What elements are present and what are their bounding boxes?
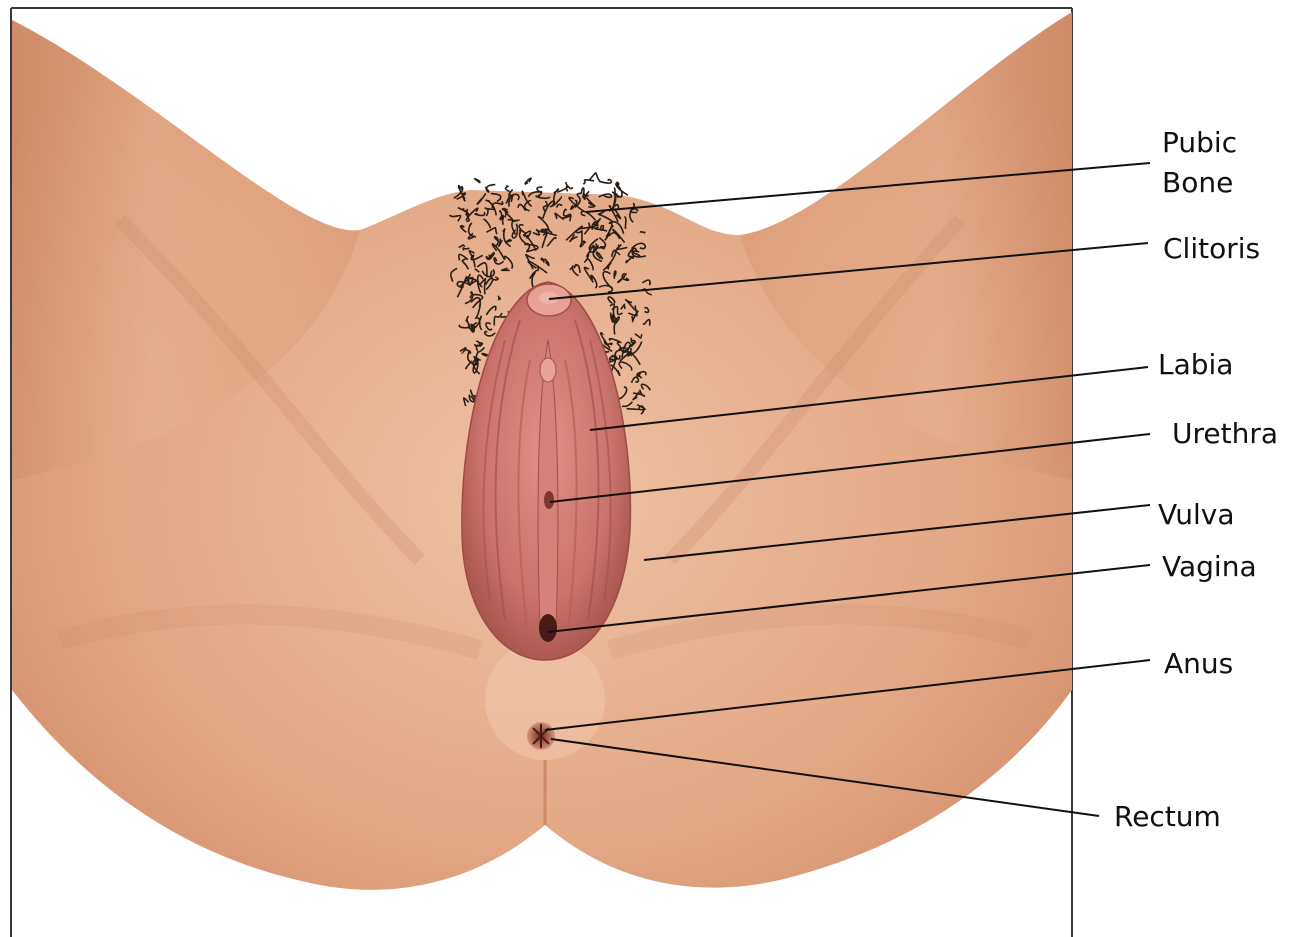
- labia-label: Labia: [1158, 348, 1233, 381]
- urethral-opening: [544, 491, 554, 509]
- hair-strand: [599, 179, 611, 183]
- pubic-bone-label: Pubic: [1162, 126, 1237, 159]
- hair-strand: [506, 186, 510, 191]
- hair-strand: [583, 180, 594, 184]
- hair-strand: [537, 187, 542, 192]
- urethra-label: Urethra: [1172, 417, 1278, 450]
- rectum-label: Rectum: [1114, 800, 1221, 833]
- vagina-label: Vagina: [1162, 550, 1257, 583]
- hair-strand: [525, 178, 531, 184]
- anus-label: Anus: [1164, 647, 1233, 680]
- vulva-label: Vulva: [1158, 498, 1235, 531]
- anus-illustration: [527, 722, 555, 750]
- vaginal-opening: [539, 614, 557, 642]
- hair-strand: [475, 179, 481, 183]
- clitoris-label: Clitoris: [1163, 232, 1260, 265]
- clitoris-glans: [540, 358, 556, 382]
- pubic-bone-label: Bone: [1162, 166, 1233, 199]
